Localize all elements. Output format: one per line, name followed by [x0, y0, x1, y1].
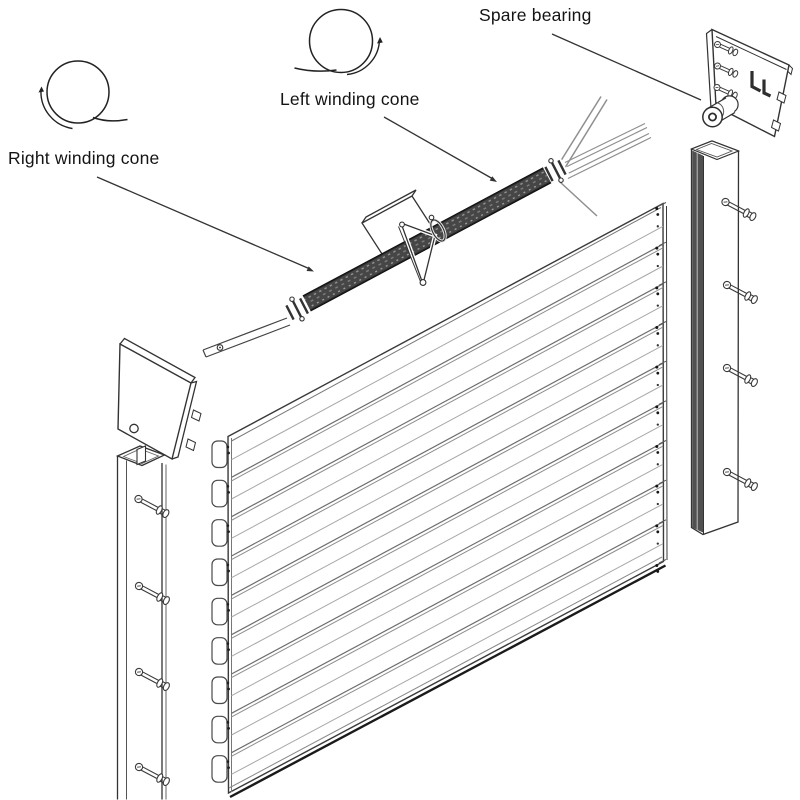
right-winding-cone-part: [541, 156, 571, 185]
right-winding-cone-label: Right winding cone: [8, 148, 160, 168]
torsion-shaft: [202, 317, 291, 358]
left-track: [115, 445, 172, 800]
door-panel-slats: [211, 202, 667, 783]
leader-lines: [96, 33, 702, 272]
door-panel-bottom-bar: [229, 564, 667, 799]
spare-bearing-label: Spare bearing: [479, 5, 592, 25]
spare-bearing-plate: [702, 28, 794, 138]
bearing-plate-slots: [750, 71, 772, 98]
right-winding-cone-leader: [96, 176, 311, 270]
bearing-cylinder: [702, 95, 739, 128]
left-winding-cone-part: [282, 294, 312, 324]
right-winding-cone-icon: [38, 60, 128, 130]
left-winding-cone-leader: [383, 116, 494, 180]
left-end-plate: [117, 337, 202, 461]
spare-bearing-leader: [551, 33, 702, 101]
door-panel-outline: [227, 202, 665, 795]
spring-center-bracket-arm: [397, 214, 447, 291]
right-track: [689, 140, 760, 536]
left-winding-cone-label: Left winding cone: [280, 89, 420, 109]
left-plate-hole: [129, 423, 139, 434]
left-winding-cone-icon: [294, 8, 383, 76]
door-panel: [211, 202, 668, 799]
lift-cables-and-shaft: [556, 96, 652, 217]
left-track-screws: [132, 492, 172, 788]
